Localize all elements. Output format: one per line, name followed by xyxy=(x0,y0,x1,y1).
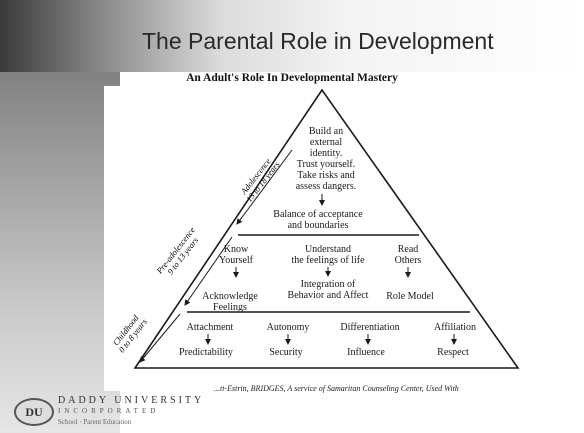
bottom-item-top: Affiliation xyxy=(434,322,476,333)
slide-title: The Parental Role in Development xyxy=(142,28,494,54)
bottom-item-bottom: Predictability xyxy=(179,347,233,358)
middle-col2-bottom: Integration of xyxy=(301,279,356,290)
middle-col2-bottom: Behavior and Affect xyxy=(288,290,369,301)
bottom-item-top: Autonomy xyxy=(267,322,310,333)
middle-col1-top: Know xyxy=(224,244,249,255)
slide-background-header xyxy=(0,0,584,72)
top-text-line: Trust yourself. xyxy=(297,159,356,170)
middle-col1-bottom: Acknowledge xyxy=(202,291,258,302)
childhood-arrow xyxy=(139,313,181,363)
top-text-line: Take risks and xyxy=(297,170,355,181)
credit-line: ...tt-Estrin, BRIDGES, A service of Sama… xyxy=(214,384,459,393)
bottom-item-top: Attachment xyxy=(187,322,234,333)
logo-name: DADDY UNIVERSITY xyxy=(58,395,205,406)
diagram-subtitle: An Adult's Role In Developmental Mastery xyxy=(186,72,398,84)
logo-tagline: School · Parent Education xyxy=(58,418,132,426)
middle-col1-bottom: Feelings xyxy=(213,302,247,313)
bottom-item-bottom: Influence xyxy=(347,347,385,358)
preadolescence-arrow xyxy=(184,236,233,306)
du-logo: DU xyxy=(14,398,54,426)
pyramid-outline xyxy=(133,88,520,369)
top-text-line: assess dangers. xyxy=(296,181,357,192)
top-result-line: and boundaries xyxy=(288,220,349,231)
top-text-line: external xyxy=(310,137,342,148)
bottom-item-bottom: Security xyxy=(269,347,302,358)
middle-col1-top: Yourself xyxy=(219,255,254,266)
logo-subtitle: INCORPORATED xyxy=(58,407,160,415)
middle-col2-top: the feelings of life xyxy=(291,255,365,266)
top-text-line: Build an xyxy=(309,126,343,137)
middle-col3-top: Read xyxy=(398,244,419,255)
middle-col3-bottom: Role Model xyxy=(386,291,434,302)
top-result-line: Balance of acceptance xyxy=(273,209,363,220)
top-text-line: identity. xyxy=(310,148,342,159)
adolescence-arrow xyxy=(236,149,293,225)
slide-background-left xyxy=(0,0,120,433)
content-area xyxy=(104,86,580,391)
bottom-item-top: Differentiation xyxy=(340,322,399,333)
middle-col2-top: Understand xyxy=(305,244,351,255)
middle-col3-top: Others xyxy=(395,255,422,266)
bottom-item-bottom: Respect xyxy=(437,347,469,358)
